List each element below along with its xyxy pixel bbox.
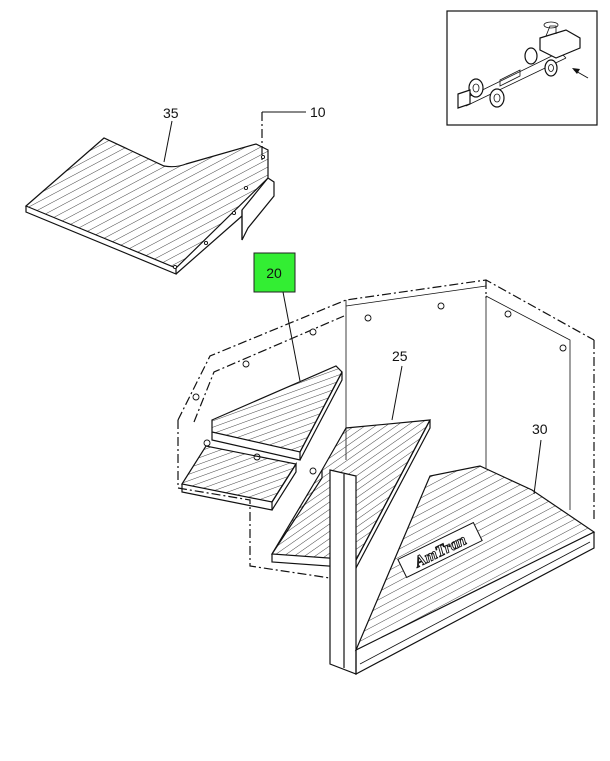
callout-10: 10 [261, 104, 326, 160]
callout-20: 20 [253, 252, 301, 382]
inset-frame [446, 10, 598, 126]
callout-25: 25 [391, 348, 408, 421]
callout-30: 30 [532, 421, 548, 495]
step-well-assembly: AmTran [177, 279, 596, 675]
callout-35: 35 [163, 105, 179, 163]
inset-view [446, 10, 598, 126]
callout-30-label: 30 [532, 421, 548, 437]
callout-20-label: 20 [266, 265, 282, 281]
part-35-floor-panel [24, 137, 275, 275]
callout-25-label: 25 [392, 348, 408, 364]
truck-chassis-icon [457, 21, 581, 109]
callout-10-label: 10 [310, 104, 326, 120]
callout-20-highlight [253, 252, 296, 293]
arrow-pointer-icon [572, 68, 589, 79]
callout-35-label: 35 [163, 105, 179, 121]
